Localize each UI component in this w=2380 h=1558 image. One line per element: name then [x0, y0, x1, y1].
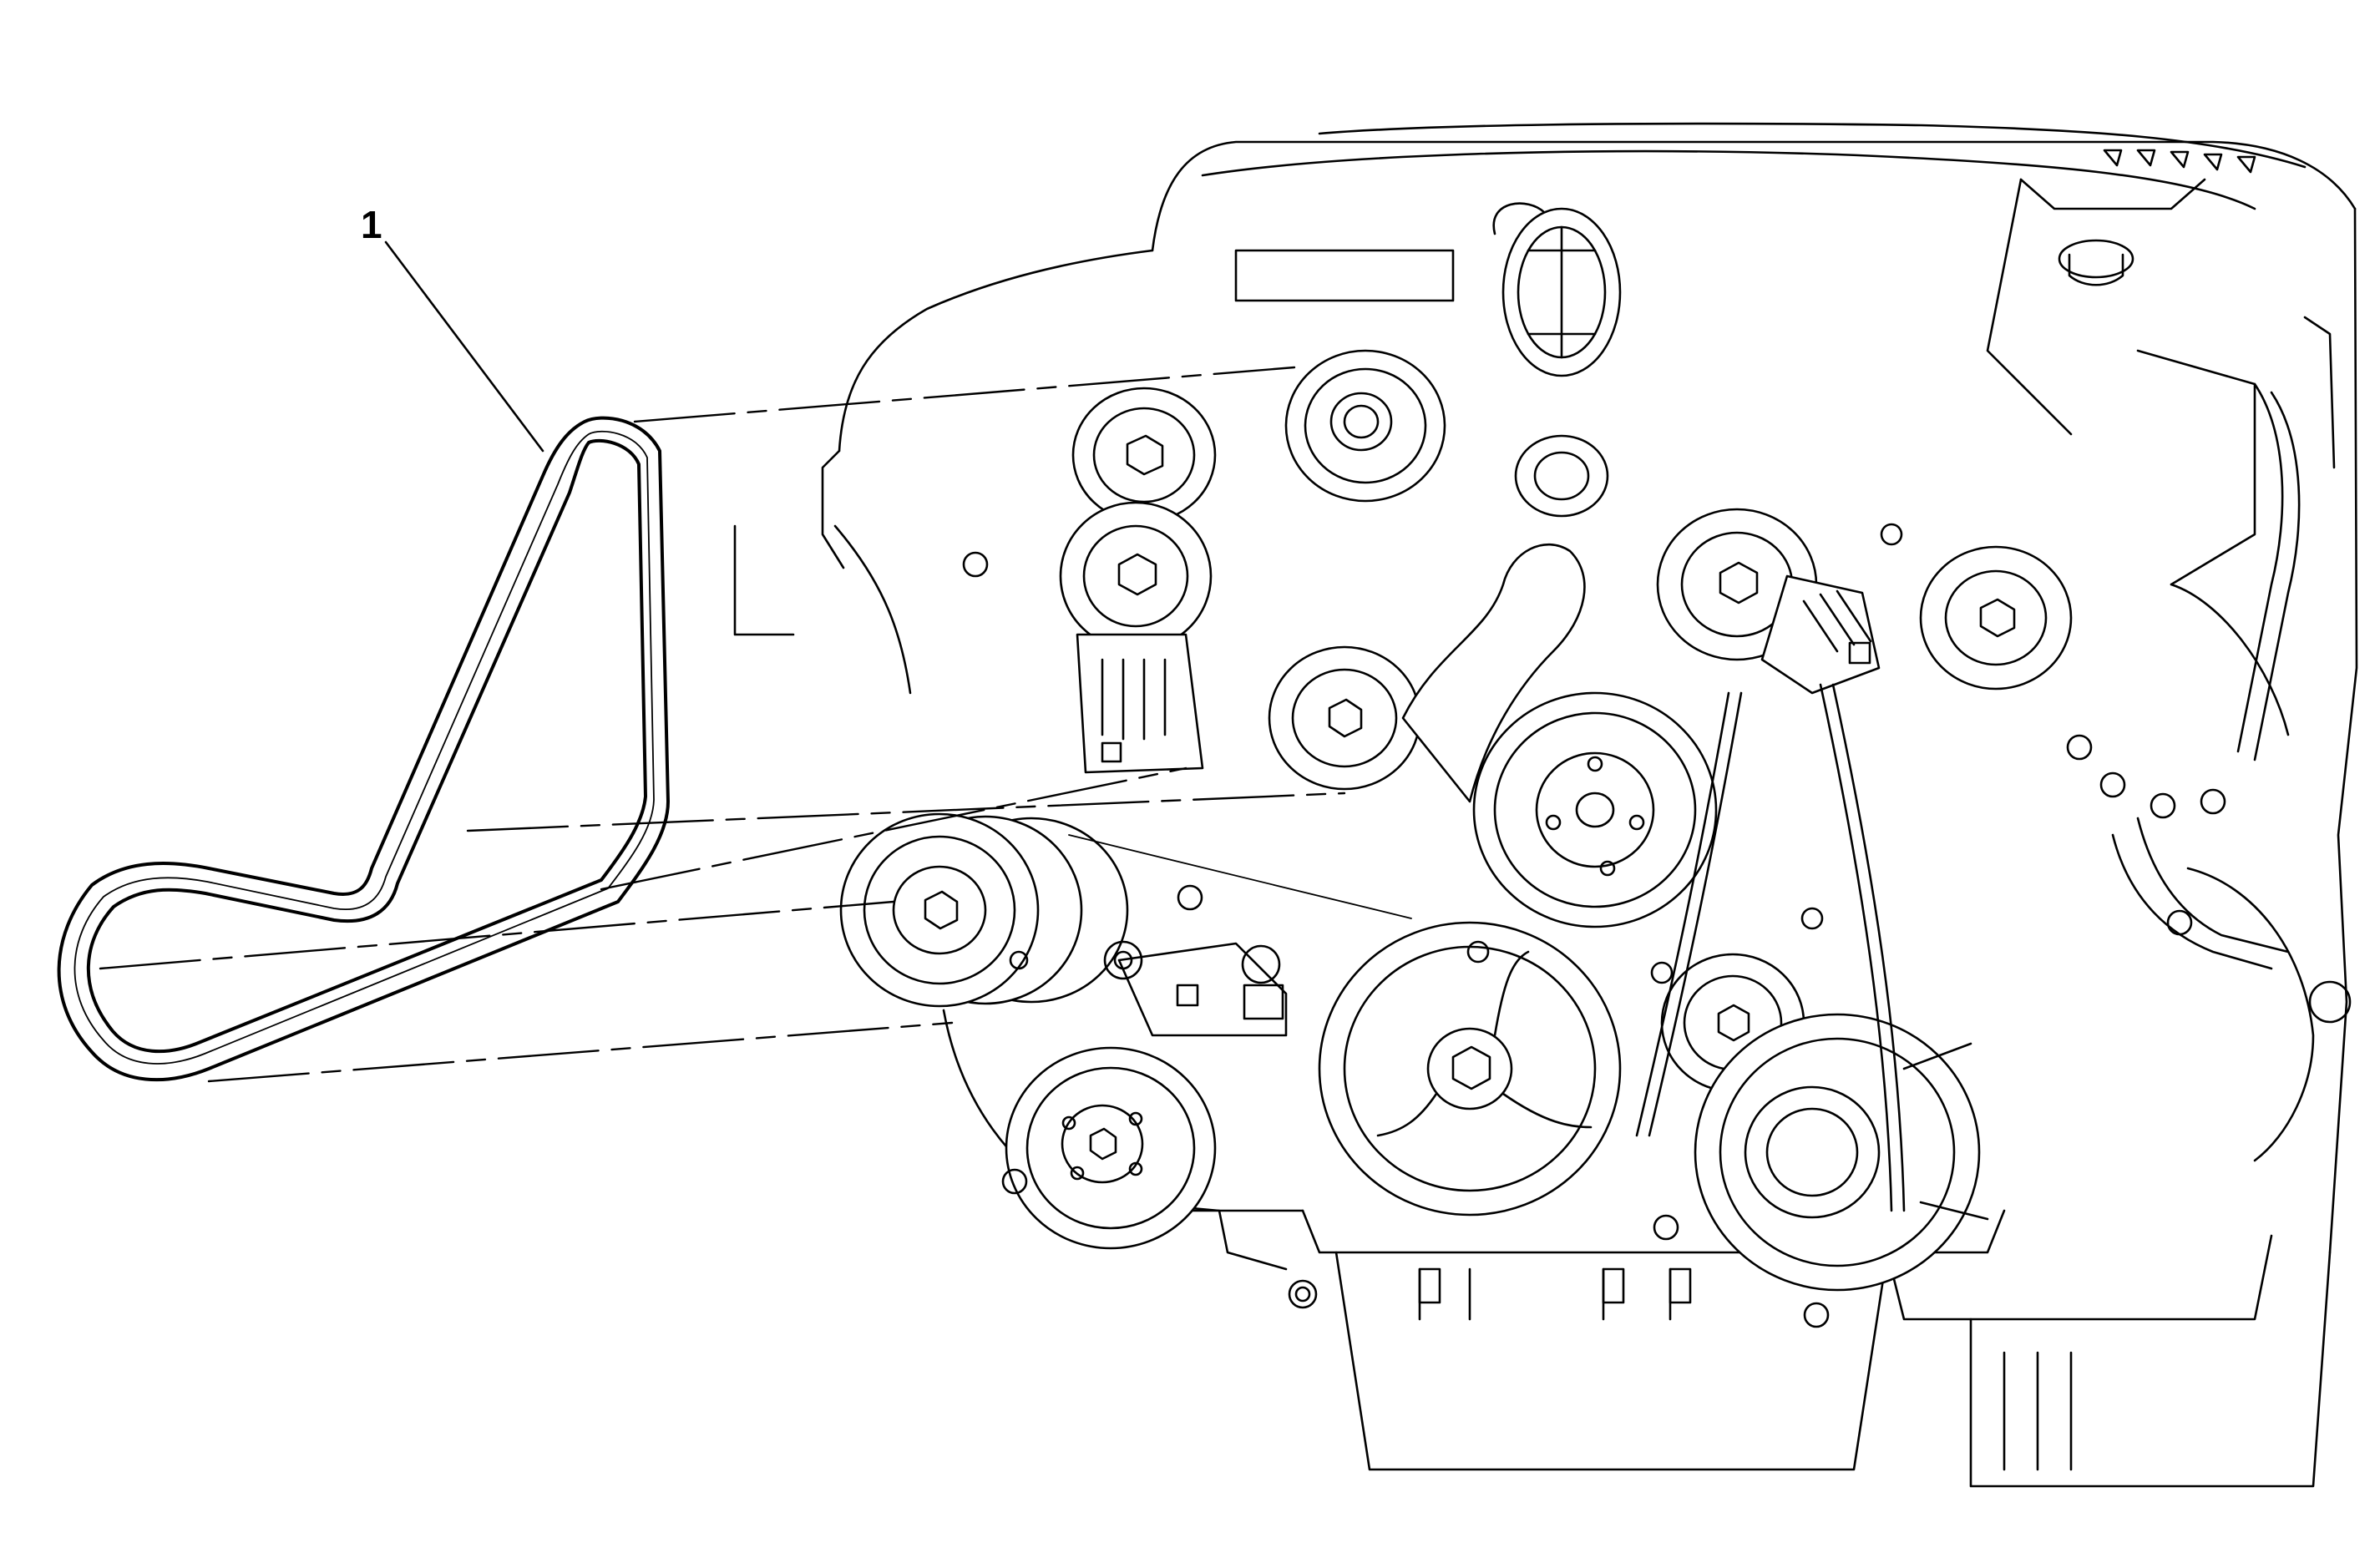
- lower-left-idler: [1268, 645, 1421, 791]
- crankshaft-pulley: [1318, 921, 1622, 1217]
- generator-pulley: [1694, 1013, 1989, 1292]
- pulley-components: [839, 349, 2226, 1328]
- water-outlet: [1514, 434, 1609, 518]
- installed-belt-strands: [1635, 683, 1906, 1212]
- water-pump-pulley: [1472, 691, 1718, 928]
- belt-routing-lines: [99, 366, 1412, 1083]
- callout-leader-line: [384, 240, 544, 453]
- power-steering-pulley: [839, 812, 1129, 1008]
- callout-1: 1: [361, 203, 544, 453]
- upper-left-pulley: [1071, 387, 1217, 524]
- callout-label-1: 1: [361, 203, 382, 246]
- ac-compressor-pulley: [1001, 1046, 1217, 1250]
- drive-belt: [57, 416, 670, 1082]
- misc-fasteners: [962, 523, 2226, 1328]
- far-right-idler: [1919, 545, 2073, 690]
- oil-fill-cap: [2058, 239, 2134, 279]
- upper-idler-pulley: [1284, 349, 1446, 503]
- engine-block-outline: [733, 122, 2358, 1488]
- coolant-hose: [1401, 543, 1586, 803]
- right-belt-tensioner: [1656, 508, 1881, 695]
- accessory-bracket: [1103, 940, 1288, 1037]
- left-belt-tensioner: [1059, 501, 1213, 774]
